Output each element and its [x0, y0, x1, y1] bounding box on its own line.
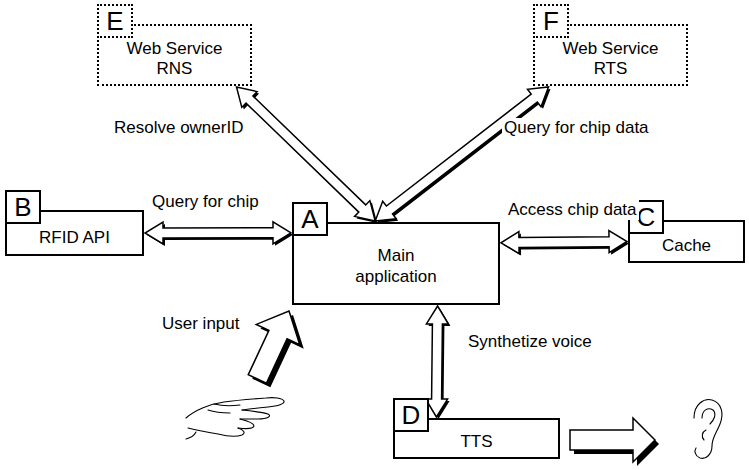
input-arrow — [236, 301, 311, 389]
double-arrow — [145, 222, 293, 246]
component-name: TTS — [460, 432, 492, 452]
arrow-body — [145, 222, 291, 244]
arrow-body — [426, 306, 449, 417]
ear-drawing — [694, 400, 722, 459]
component-letter: B — [14, 194, 31, 220]
double-arrow — [426, 306, 451, 419]
component-letter: D — [402, 402, 421, 428]
component-letter: F — [543, 8, 559, 34]
edge-label: Access chip data — [506, 200, 639, 220]
annotation-label: User input — [160, 314, 241, 334]
component-box: AMain application — [292, 222, 500, 305]
component-tab: D — [393, 398, 429, 432]
component-box: CCache — [628, 220, 745, 263]
arrow-body — [501, 231, 627, 254]
edge-label: Query for chip — [150, 192, 261, 212]
voice-arrow — [570, 418, 655, 462]
hand-drawing — [186, 398, 284, 439]
component-box: BRFID API — [5, 210, 144, 256]
component-name: Web Service RNS — [125, 39, 225, 80]
edge-label: Resolve ownerID — [112, 118, 245, 138]
edge-label: Synthetize voice — [466, 332, 594, 352]
component-tab: A — [292, 202, 328, 236]
component-tab: B — [5, 190, 41, 224]
component-box: EWeb Service RNS — [97, 24, 252, 86]
double-arrow — [501, 231, 629, 256]
component-tab: E — [97, 4, 133, 38]
component-box: FWeb Service RTS — [533, 24, 688, 86]
component-letter: A — [301, 206, 318, 232]
component-name: Web Service RTS — [561, 39, 661, 80]
component-name: RFID API — [39, 228, 110, 248]
component-letter: C — [637, 204, 656, 230]
component-name: Main application — [341, 246, 451, 287]
component-tab: F — [533, 4, 569, 38]
edge-label: Query for chip data — [502, 118, 651, 138]
component-box: DTTS — [393, 418, 560, 459]
component-name: Cache — [662, 236, 711, 256]
component-letter: E — [106, 8, 123, 34]
